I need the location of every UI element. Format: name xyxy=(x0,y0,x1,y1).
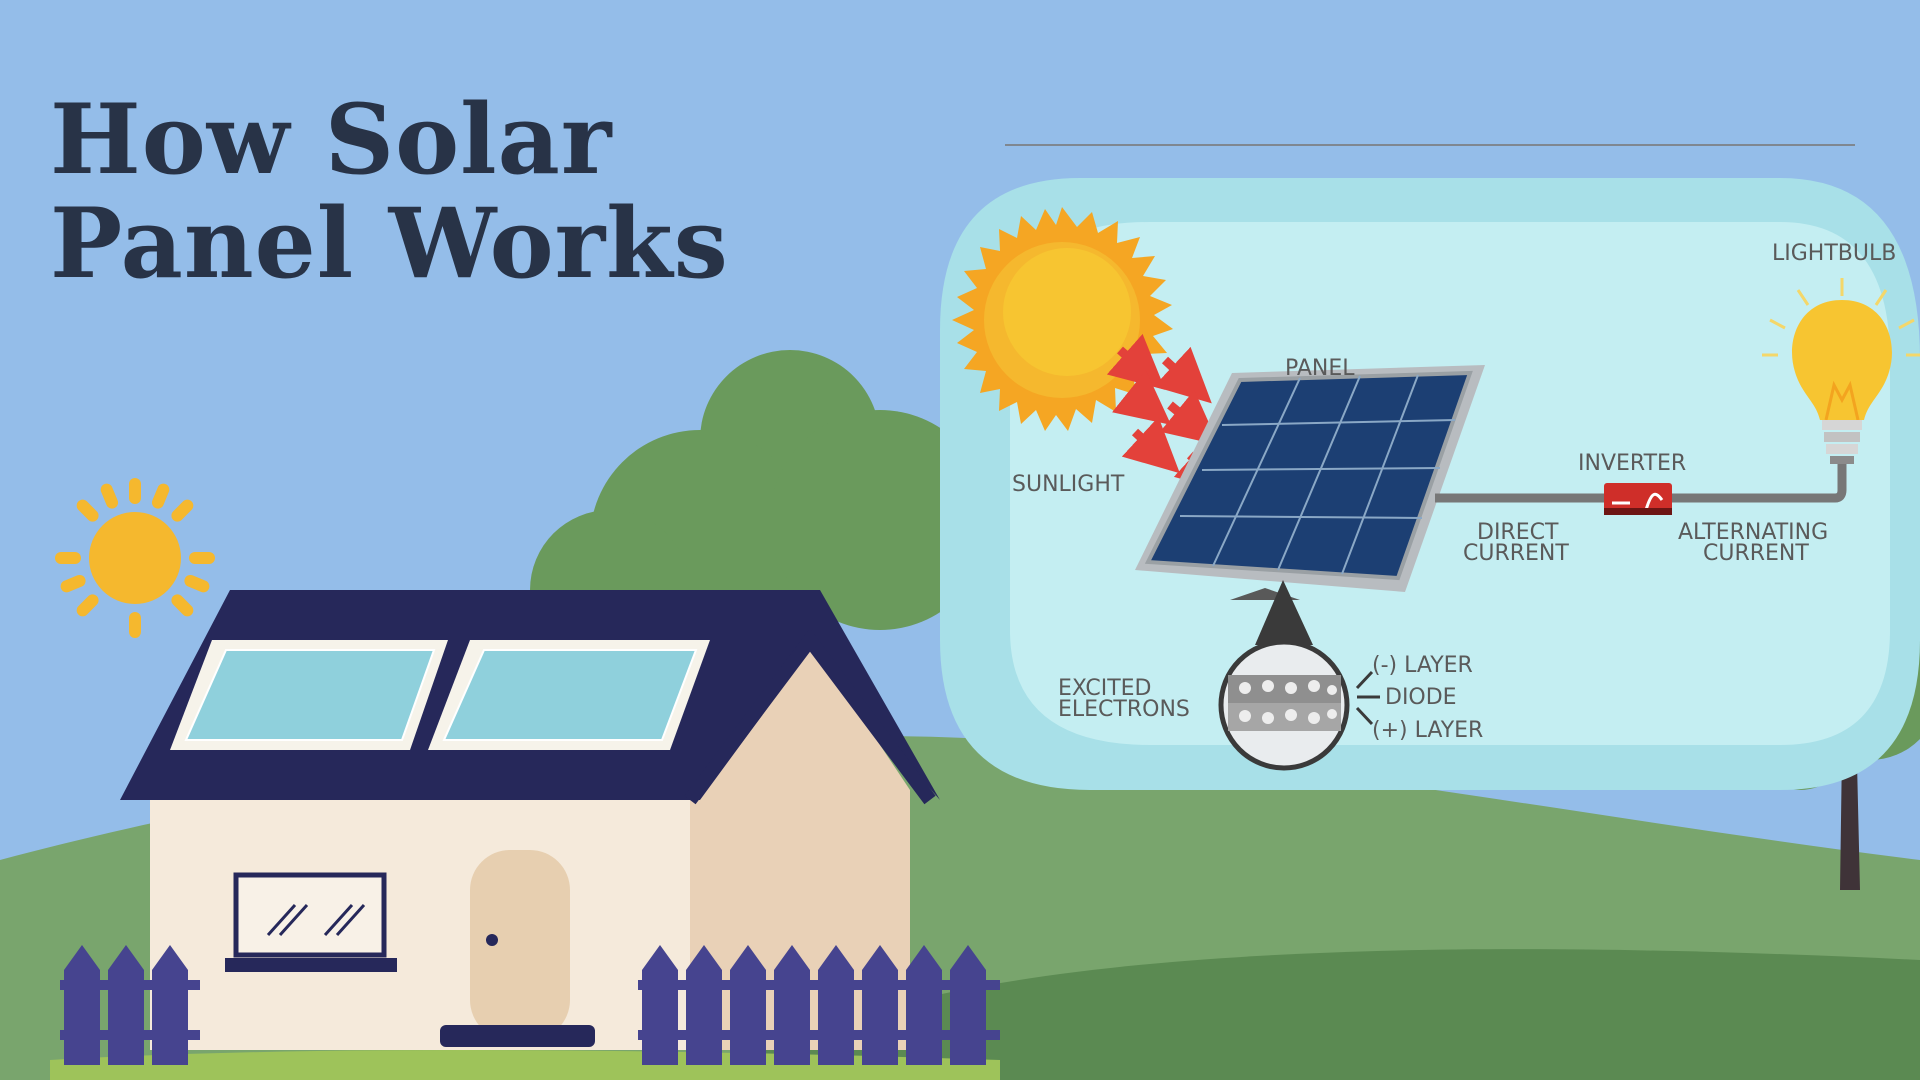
alternating-current-label-line2: CURRENT xyxy=(1703,541,1809,566)
excited-electrons-label-line2: ELECTRONS xyxy=(1058,697,1190,722)
alternating-current-label-line1: ALTERNATING xyxy=(1678,520,1828,545)
diagram-bubble-inner xyxy=(1010,222,1890,745)
neg-layer-label: (-) LAYER xyxy=(1372,653,1473,678)
sunlight-label: SUNLIGHT xyxy=(1012,472,1125,497)
title-line-1: How Solar xyxy=(50,83,613,196)
lightbulb-label: LIGHTBULB xyxy=(1772,241,1896,266)
panel-label: PANEL xyxy=(1285,356,1355,381)
solar-panel-icon xyxy=(1135,365,1485,600)
direct-current-label-line2: CURRENT xyxy=(1463,541,1569,566)
excited-electrons-label-line1: EXCITED xyxy=(1058,676,1152,701)
sun-icon xyxy=(55,478,215,638)
inverter-icon xyxy=(1604,483,1672,515)
roof-solar-panels xyxy=(170,640,710,750)
diode-label: DIODE xyxy=(1385,685,1457,710)
direct-current-label-line1: DIRECT xyxy=(1477,520,1559,545)
inverter-label: INVERTER xyxy=(1578,451,1686,476)
pos-layer-label: (+) LAYER xyxy=(1372,718,1483,743)
title-line-2: Panel Works xyxy=(50,187,729,300)
roof-edge xyxy=(684,628,936,805)
diode-magnifier xyxy=(1218,580,1380,771)
fence-right xyxy=(638,945,1000,1065)
lightbulb-icon xyxy=(1762,278,1920,464)
page-title: How Solar Panel Works xyxy=(50,88,729,296)
circuit-wire xyxy=(1435,458,1847,503)
front-hill xyxy=(700,949,1920,1080)
fence-left xyxy=(60,945,200,1065)
